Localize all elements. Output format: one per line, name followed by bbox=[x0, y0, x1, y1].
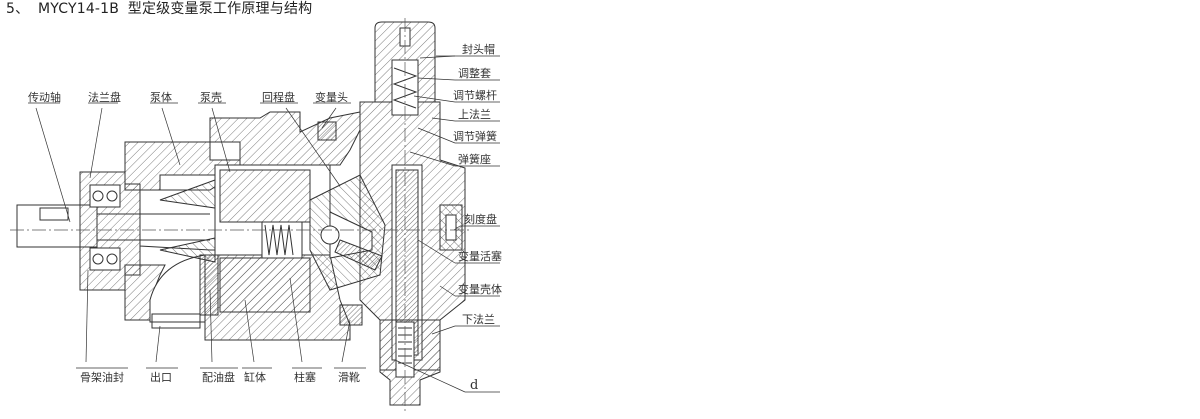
lower-flange bbox=[379, 319, 441, 406]
label-drive-shaft: 传动轴 bbox=[28, 90, 61, 104]
cylinder-block bbox=[199, 169, 311, 316]
heading-title: 型定级变量泵工作原理与结构 bbox=[127, 1, 313, 17]
label-pump-housing: 泵壳 bbox=[200, 90, 222, 104]
label-dial-plate: 刻度盘 bbox=[464, 212, 497, 226]
page-heading: 5、 MYCY14-1B 型定级变量泵工作原理与结构 bbox=[6, 0, 312, 18]
label-port-plate: 配油盘 bbox=[202, 370, 235, 384]
label-variable-head: 变量头 bbox=[315, 90, 348, 104]
label-lower-flange: 下法兰 bbox=[462, 312, 495, 326]
right-labels: 封头帽 调整套 调节螺杆 上法兰 调节弹簧 弹簧座 刻度盘 变量活塞 变量壳体 … bbox=[453, 42, 502, 393]
label-upper-flange: 上法兰 bbox=[458, 107, 491, 121]
top-labels: 传动轴 法兰盘 泵体 泵壳 回程盘 变量头 bbox=[28, 90, 348, 104]
heading-model: MYCY14-1B bbox=[37, 1, 120, 17]
center-lines bbox=[10, 18, 470, 412]
label-spring-seat: 弹簧座 bbox=[458, 152, 491, 166]
label-variable-piston: 变量活塞 bbox=[458, 249, 502, 263]
flange-disc bbox=[79, 171, 141, 291]
label-flange-disc: 法兰盘 bbox=[88, 90, 121, 104]
label-end-cap: 封头帽 bbox=[462, 42, 495, 56]
label-slipper: 滑靴 bbox=[338, 370, 360, 384]
bottom-labels: 骨架油封 出口 配油盘 缸体 柱塞 滑靴 bbox=[80, 370, 360, 384]
leader-lines bbox=[28, 55, 500, 393]
label-adjusting-spring: 调节弹簧 bbox=[453, 129, 497, 143]
variable-housing bbox=[359, 21, 466, 371]
heading-number: 5、 bbox=[6, 1, 30, 17]
label-adjusting-sleeve: 调整套 bbox=[458, 66, 491, 80]
label-pump-body: 泵体 bbox=[150, 90, 172, 104]
label-return-plate: 回程盘 bbox=[262, 90, 295, 104]
label-variable-housing: 变量壳体 bbox=[458, 282, 502, 296]
label-adjusting-screw: 调节螺杆 bbox=[453, 88, 497, 102]
label-skeleton-oil-seal: 骨架油封 bbox=[80, 370, 124, 384]
label-outlet: 出口 bbox=[150, 370, 172, 384]
dial-plate bbox=[439, 204, 463, 251]
label-plunger: 柱塞 bbox=[294, 370, 316, 384]
label-marker-d: d bbox=[470, 378, 478, 393]
label-cylinder-block: 缸体 bbox=[244, 370, 266, 384]
